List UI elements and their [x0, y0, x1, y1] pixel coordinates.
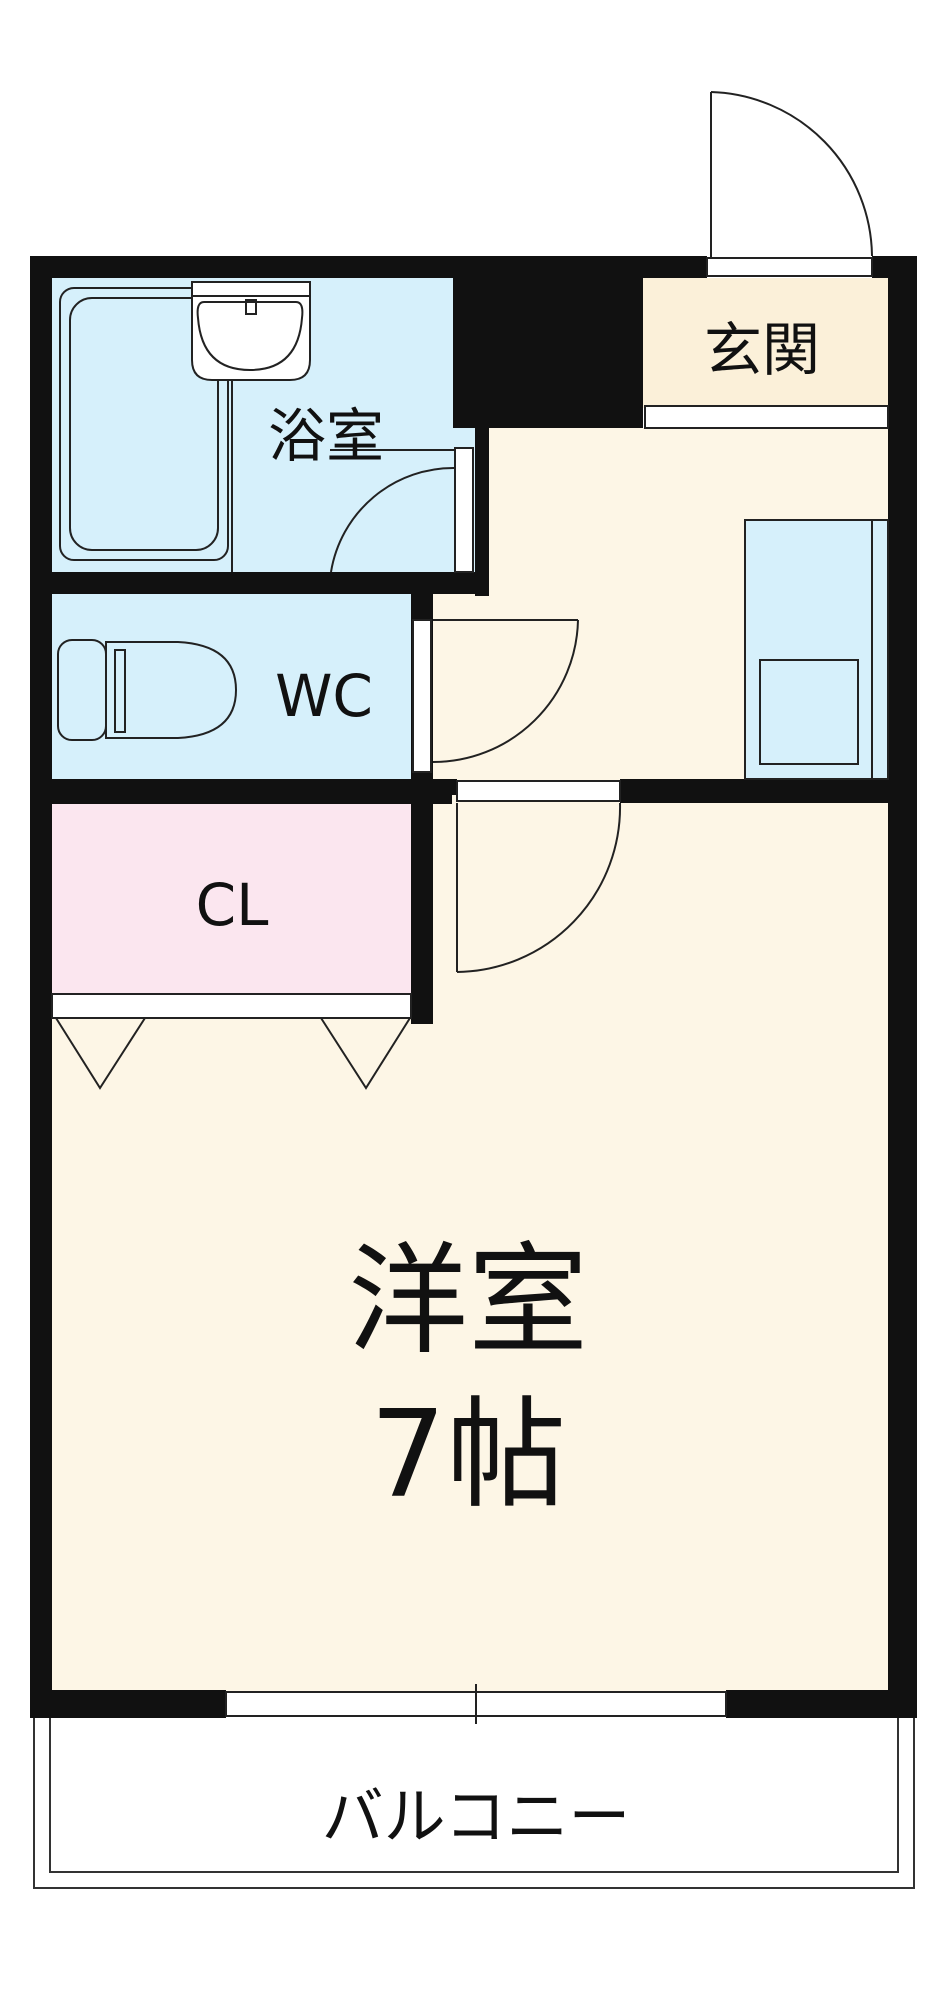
kitchen-counter [744, 519, 889, 780]
front-door-swing [710, 91, 873, 257]
closet-floor [52, 804, 411, 994]
balcony-rail-inner [49, 1718, 899, 1873]
room-door [456, 780, 622, 973]
wc-door-swing [432, 619, 579, 763]
room-floors [52, 278, 888, 1698]
wall-wc-cl [52, 779, 452, 804]
balcony [33, 1718, 915, 1889]
washbasin-sink [196, 301, 304, 372]
western-room-label: 洋室 [348, 1232, 588, 1371]
closet-door-left [55, 1017, 146, 1090]
wall-bottom-right [726, 1690, 917, 1718]
toilet-floor [52, 594, 411, 779]
room-door-frame [456, 780, 621, 802]
closet-doors [51, 993, 412, 1090]
wall-cl-right [411, 804, 433, 1024]
wall-left [30, 256, 52, 1718]
bathroom-fixtures [59, 281, 474, 573]
wall-corridor-left [433, 779, 457, 795]
wall-right [888, 256, 917, 1718]
toilet-fixtures [57, 619, 579, 773]
washbasin-bowl [191, 295, 311, 381]
washbasin-faucet [245, 299, 257, 315]
pipe-shaft [453, 278, 643, 428]
bathtub [59, 287, 229, 561]
washbasin-counter [191, 281, 311, 297]
closet-label: CL [196, 871, 269, 939]
room-labels: 浴室 WC CL 玄関 洋室 7帖 バルコニー [196, 316, 820, 1853]
entrance-label: 玄関 [704, 316, 820, 384]
wall-corridor-right [620, 779, 917, 803]
room-door-swing [456, 802, 622, 973]
wall-bath-right [475, 428, 489, 596]
closet-door-right [320, 1017, 411, 1090]
entrance-details [644, 91, 889, 429]
wall-top-left [30, 256, 707, 278]
kitchen [744, 519, 889, 780]
wall-bottom-left [30, 1690, 226, 1718]
closet-door-track [51, 993, 412, 1019]
bathroom-label: 浴室 [268, 402, 384, 470]
wall-bath-wc [52, 572, 489, 594]
balcony-label: バルコニー [322, 1780, 631, 1853]
bathtub-inner [69, 297, 219, 551]
toilet-tank [57, 639, 107, 741]
toilet-bowl [105, 641, 238, 739]
balcony-rail-outer [33, 1718, 915, 1889]
balcony-window [225, 1684, 727, 1724]
western-room-size: 7帖 [370, 1386, 566, 1525]
kitchen-sink [759, 659, 859, 765]
bath-door-frame [454, 447, 474, 573]
bath-door-swing [330, 466, 456, 573]
toilet-label: WC [275, 662, 373, 730]
front-door-sill [706, 257, 873, 277]
entrance-step [644, 405, 889, 429]
toilet-tank-lid [114, 649, 126, 733]
entrance-floor [643, 278, 888, 408]
wc-door-frame [412, 619, 432, 773]
